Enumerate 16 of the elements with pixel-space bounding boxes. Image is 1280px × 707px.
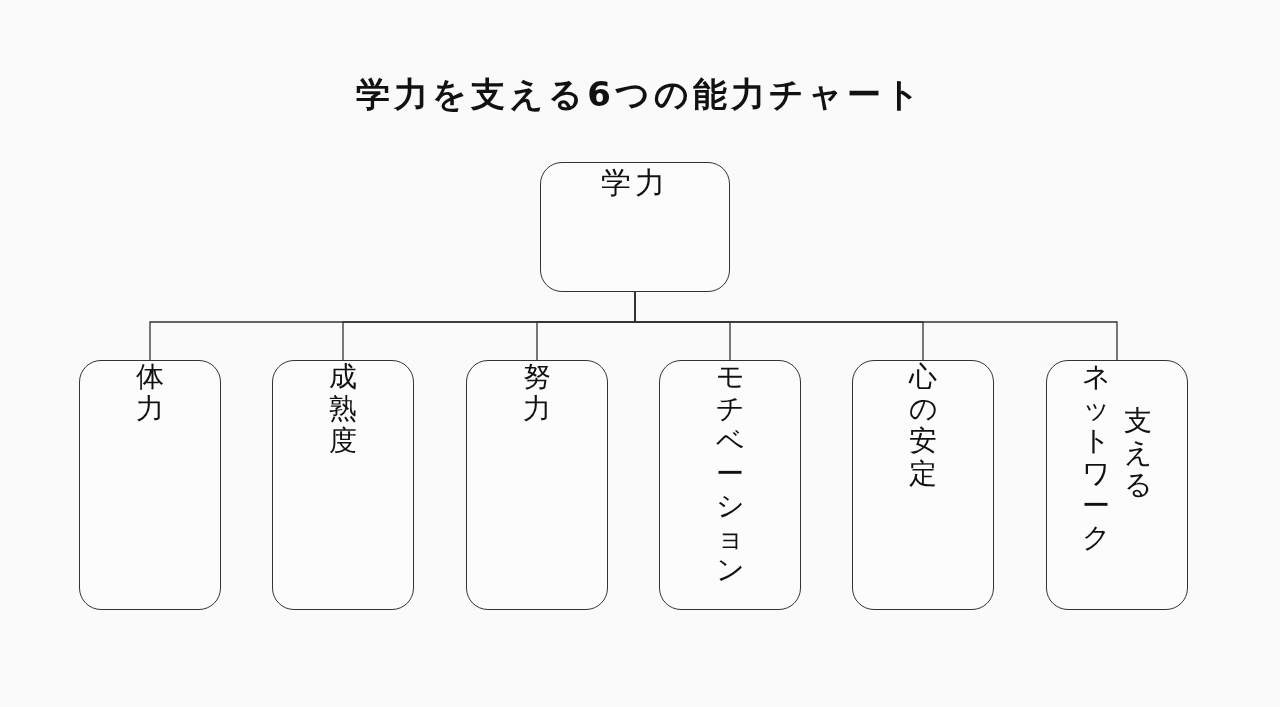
box-label: 成熟度 [329, 361, 357, 458]
chart-title: 学力を支える6つの能力チャート [355, 73, 925, 116]
box-label: 学力 [601, 164, 669, 202]
rounded-box [79, 360, 221, 610]
box-label: 努力 [523, 361, 551, 426]
rounded-box [272, 360, 414, 610]
rounded-box [466, 360, 608, 610]
rounded-box [540, 162, 730, 292]
box-label: モチベーション [716, 361, 744, 587]
rounded-box [1046, 360, 1188, 610]
rounded-box [659, 360, 801, 610]
box-label: 体力 [136, 361, 164, 426]
box-label: 支える [1124, 405, 1152, 502]
rounded-box [852, 360, 994, 610]
box-label: 心の安定 [909, 361, 937, 490]
box-label: ネットワーク [1082, 361, 1110, 555]
